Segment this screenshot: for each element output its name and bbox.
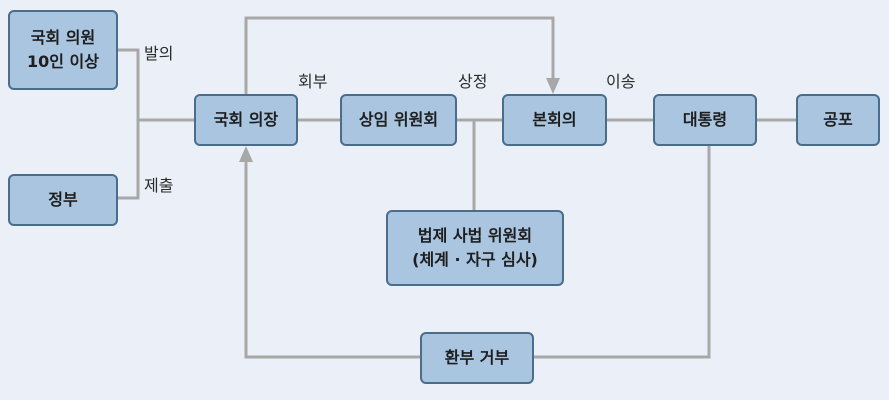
node-president: 대통령 <box>653 94 757 146</box>
node-promulgation-label: 공포 <box>823 110 853 129</box>
arrowhead-to-plenary <box>546 78 560 94</box>
node-president-label: 대통령 <box>682 110 728 129</box>
connector-speaker-to-plenary-top <box>244 16 555 94</box>
connector-president-to-veto <box>534 146 711 359</box>
edge-label-present: 상정 <box>458 72 488 91</box>
node-assembly-members-line1: 국회 의원 <box>30 28 96 47</box>
node-plenary-session-label: 본회의 <box>532 110 577 129</box>
node-veto-label: 환부 거부 <box>444 348 510 367</box>
node-speaker-label: 국회 의장 <box>213 110 279 129</box>
node-veto: 환부 거부 <box>420 332 534 384</box>
connector-veto-to-speaker <box>244 160 420 359</box>
node-government-label: 정부 <box>48 190 78 209</box>
edge-label-refer: 회부 <box>298 72 328 91</box>
edge-label-propose: 발의 <box>144 44 174 63</box>
arrowhead-to-speaker <box>239 146 253 162</box>
node-judiciary-committee-line1: 법제 사법 위원회 <box>417 226 533 245</box>
node-assembly-members-line2: 10인 이상 <box>27 52 99 71</box>
node-legislation-judiciary-committee: 법제 사법 위원회 (체계 · 자구 심사) <box>386 210 564 286</box>
node-plenary-session: 본회의 <box>502 94 607 146</box>
node-government: 정부 <box>8 174 118 226</box>
node-judiciary-committee-line2: (체계 · 자구 심사) <box>412 250 538 269</box>
edge-label-submit: 제출 <box>144 176 174 195</box>
edge-label-transfer: 이송 <box>606 72 636 91</box>
node-assembly-members: 국회 의원 10인 이상 <box>8 10 118 90</box>
node-standing-committee: 상임 위원회 <box>340 94 457 146</box>
connector-proposers-bracket <box>118 48 140 200</box>
node-standing-committee-label: 상임 위원회 <box>358 110 439 129</box>
node-speaker: 국회 의장 <box>194 94 298 146</box>
node-promulgation: 공포 <box>796 94 880 146</box>
